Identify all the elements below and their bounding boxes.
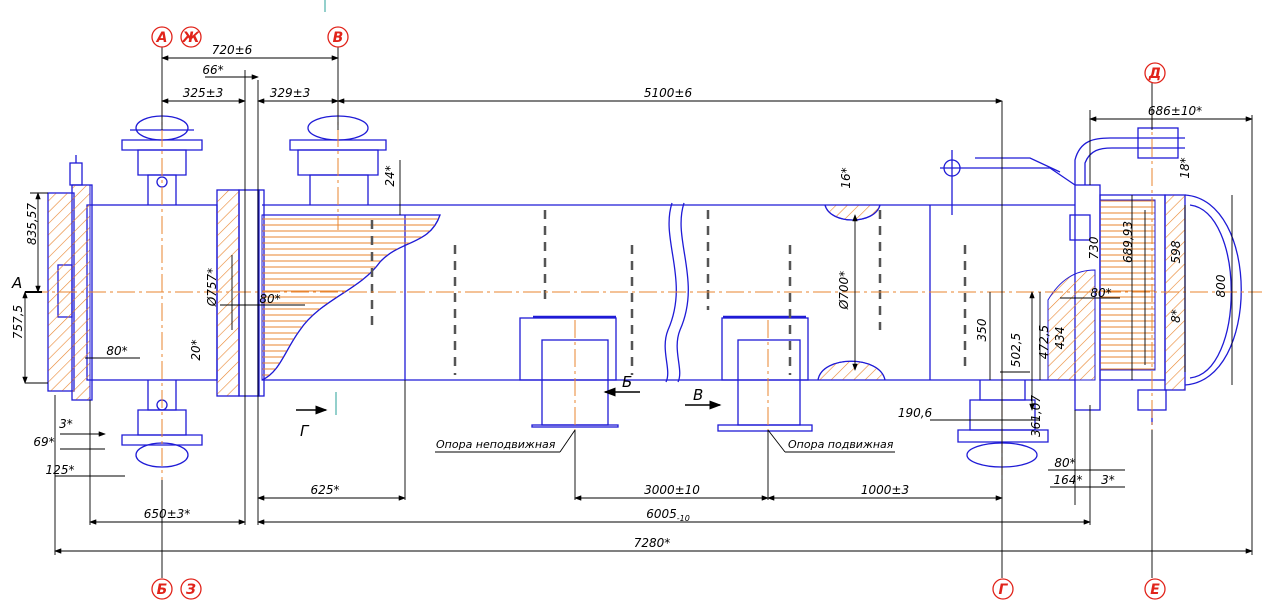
marker-B-bottom-circle [151, 578, 173, 600]
dim-1000: 1000±3 [861, 483, 909, 497]
note-fixed-support: Опора неподвижная [436, 438, 556, 451]
support-notes: Опора неподвижная Опора подвижная [436, 438, 894, 451]
dim-472-5: 472,5 [1037, 325, 1051, 359]
dim-80-d: 80* [1054, 456, 1075, 470]
marker-Z-bottom: З [186, 582, 196, 598]
dim-689-93: 689,93 [1121, 221, 1135, 263]
section-label-A: А [11, 274, 22, 292]
dim-700: Ø700* [837, 271, 851, 310]
dim-80-a: 80* [259, 292, 280, 306]
dim-7280: 7280* [634, 536, 671, 550]
dim-598: 598 [1169, 240, 1183, 263]
dim-24: 24* [383, 165, 397, 186]
dim-800: 800 [1214, 274, 1228, 297]
dim-5100: 5100±6 [644, 86, 693, 100]
section-label-G: Г [300, 422, 310, 440]
dim-329: 329±3 [270, 86, 311, 100]
dim-3-right: 3* [1101, 473, 1115, 487]
marker-G-bottom-circle [992, 578, 1014, 600]
marker-G-bottom: Г [999, 582, 1009, 598]
dim-650: 650±3* [144, 507, 191, 521]
dim-164: 164* [1054, 473, 1083, 487]
dim-16: 16* [839, 167, 853, 188]
dim-6005-value: 6005 [646, 507, 677, 521]
dim-69: 69* [33, 435, 54, 449]
dim-18: 18* [1178, 157, 1192, 178]
marker-V-top-circle [327, 26, 349, 48]
dim-190-6: 190,6 [898, 406, 933, 420]
dim-434: 434 [1053, 327, 1067, 350]
marker-A-top: А [156, 30, 168, 46]
dim-3-left: 3* [59, 417, 73, 431]
marker-Z-bottom-circle [180, 578, 202, 600]
section-label-V: В [693, 386, 703, 404]
note-movable-support: Опора подвижная [788, 438, 894, 451]
dim-350: 350 [975, 318, 989, 341]
reference-markers [151, 26, 1166, 600]
dim-8: 8* [1169, 309, 1183, 323]
marker-Zh-top-circle [180, 26, 202, 48]
dim-6005-tolerance: -10 [677, 514, 690, 523]
dim-66: 66* [202, 63, 223, 77]
dim-730: 730 [1087, 236, 1101, 259]
marker-B-bottom: Б [157, 582, 168, 598]
dim-757: 757,5 [11, 305, 25, 339]
reference-marker-letters: А Ж В Д Б З Г Е [156, 30, 1162, 598]
dim-361-07: 361,07 [1029, 395, 1043, 437]
marker-E-bottom: Е [1150, 582, 1160, 598]
dim-720: 720±6 [212, 43, 253, 57]
dimension-texts: 720±6 66* 325±3 329±3 5100±6 686±10* 18*… [11, 43, 1228, 550]
dim-502-5: 502,5 [1009, 333, 1023, 367]
marker-E-bottom-circle [1144, 578, 1166, 600]
dim-80-b: 80* [106, 344, 127, 358]
section-label-B: Б [622, 373, 632, 391]
dim-125: 125* [46, 463, 75, 477]
dim-3000: 3000±10 [644, 483, 700, 497]
dim-80-c: 80* [1090, 286, 1111, 300]
marker-V-top: В [333, 30, 344, 46]
dim-20: 20* [189, 339, 203, 360]
dim-625: 625* [311, 483, 340, 497]
dim-686: 686±10* [1148, 104, 1202, 118]
dim-6005: 6005-10 [646, 507, 690, 523]
tube-bundle-dashes [370, 210, 967, 375]
hatched-sections [47, 184, 1186, 401]
dim-835: 835,57 [25, 203, 39, 245]
dimension-lines [22, 40, 1253, 578]
marker-D-top-circle [1144, 62, 1166, 84]
marker-Zh-top: Ж [181, 30, 200, 46]
section-labels: А Б В Г [11, 274, 703, 440]
marker-D-top: Д [1148, 66, 1161, 82]
marker-A-top-circle [151, 26, 173, 48]
dim-325: 325±3 [183, 86, 224, 100]
dim-757-diameter: Ø757* [205, 268, 219, 307]
